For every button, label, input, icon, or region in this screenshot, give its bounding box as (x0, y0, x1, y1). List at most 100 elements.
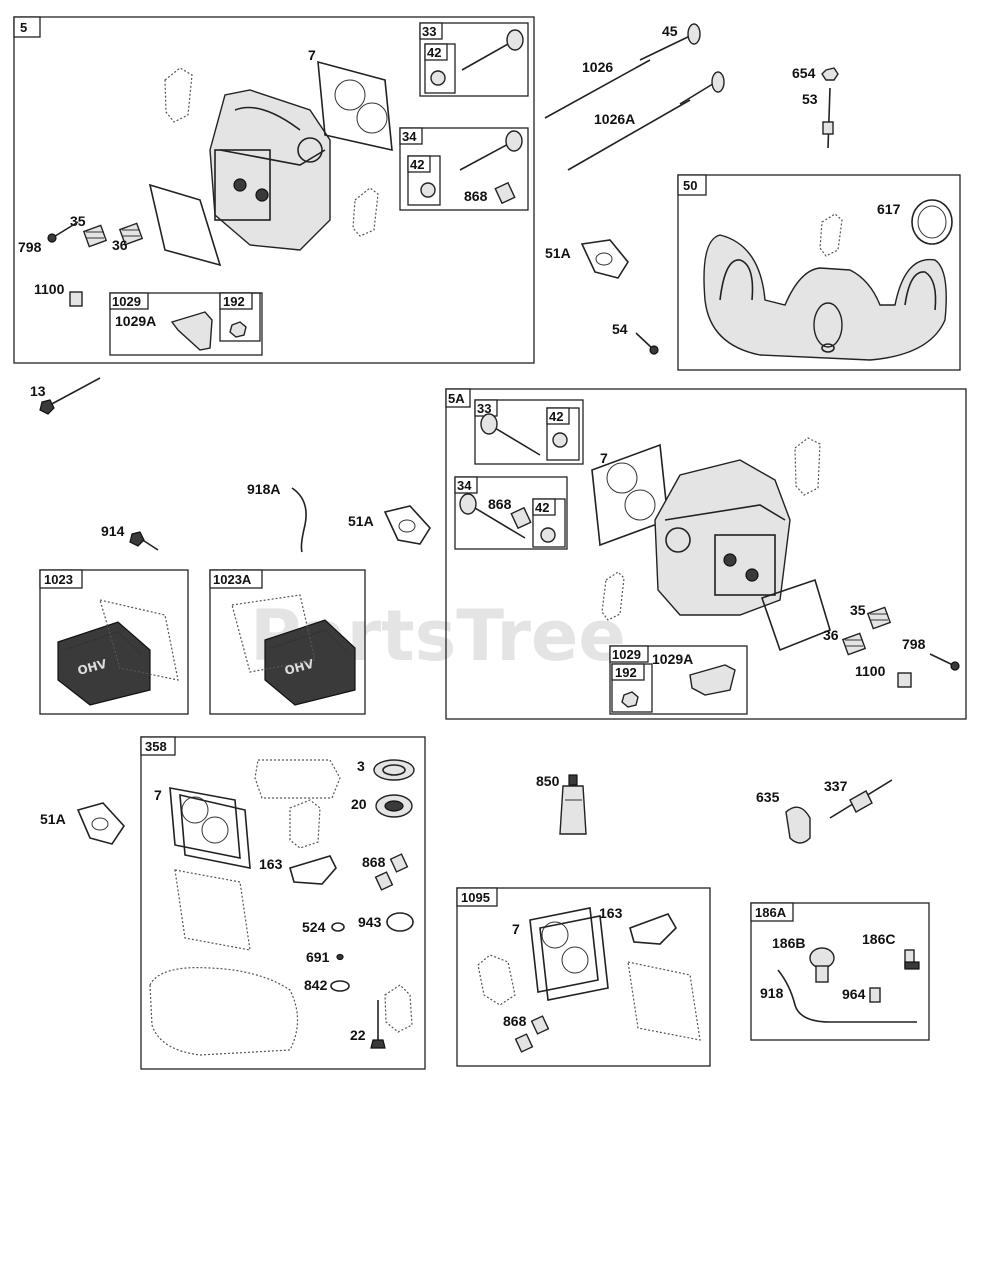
label-36-b: 36 (823, 627, 839, 643)
valve-45[interactable] (639, 23, 701, 61)
sealant-tube-850[interactable] (559, 774, 587, 835)
spring-35-a[interactable] (82, 224, 108, 248)
valve-cover-1023[interactable]: OHV (57, 621, 151, 706)
head-gasket-c[interactable] (169, 787, 251, 869)
bolt-798-b[interactable] (929, 653, 960, 671)
bolt-914[interactable] (129, 531, 159, 551)
label-36-a: 36 (112, 237, 128, 253)
valve-cap-d2[interactable] (514, 1033, 534, 1053)
gasket-51A-c[interactable] (76, 802, 126, 845)
svg-text:34: 34 (402, 129, 417, 144)
fuel-pump-186B[interactable] (809, 947, 835, 983)
valve-exhaust-b[interactable] (480, 413, 541, 456)
box-358: 358 (140, 736, 426, 1070)
o-ring-842[interactable] (330, 980, 350, 992)
rocker-arm-a[interactable] (170, 311, 213, 351)
breather-tube-918A[interactable] (291, 487, 307, 553)
gasket-617[interactable] (911, 199, 953, 245)
label-7-c: 7 (154, 787, 162, 803)
gasket-1095-left (477, 954, 516, 1006)
label-35-a: 35 (70, 213, 86, 229)
washer-691[interactable] (336, 953, 344, 961)
label-918A: 918A (247, 481, 280, 497)
label-1026: 1026 (582, 59, 613, 75)
valve-cap-b[interactable] (510, 506, 532, 530)
push-rod-1026[interactable] (544, 59, 651, 119)
svg-text:42: 42 (549, 409, 563, 424)
nut-192-a[interactable] (229, 321, 247, 338)
label-868-a: 868 (464, 188, 488, 204)
nut-1100-b[interactable] (897, 672, 912, 688)
label-1100-a: 1100 (34, 281, 65, 297)
gasket-163-b[interactable] (629, 913, 677, 945)
bolt-54[interactable] (635, 332, 659, 355)
gasket-51A-a[interactable] (580, 239, 629, 279)
exhaust-gasket-a (352, 187, 379, 237)
gasket-358-rect (174, 869, 251, 951)
cylinder-head-right[interactable] (654, 459, 791, 616)
valve-seal-b[interactable] (420, 182, 436, 198)
valve-intake-top[interactable] (679, 71, 725, 105)
exhaust-manifold-50[interactable] (703, 234, 947, 361)
bolt-798-a[interactable] (47, 221, 79, 243)
seal-3[interactable] (373, 759, 415, 781)
box-1029-b: 1029 192 (609, 645, 748, 715)
nut-654[interactable] (821, 67, 839, 81)
head-gasket-a (317, 60, 393, 152)
label-798-a: 798 (18, 239, 42, 255)
svg-text:50: 50 (683, 178, 697, 193)
gasket-358-crankcase (149, 967, 299, 1056)
valve-seal-a[interactable] (430, 70, 446, 86)
push-rod-1026A[interactable] (567, 99, 691, 171)
fitting-186C[interactable] (904, 949, 920, 970)
gasket-358-top (254, 759, 341, 799)
valve-cap-d1[interactable] (530, 1015, 550, 1035)
clamp-964[interactable] (869, 987, 881, 1003)
spring-36-b[interactable] (841, 632, 867, 656)
o-ring-943[interactable] (386, 912, 414, 932)
spark-plug-boot-635[interactable] (785, 806, 811, 844)
box-1029-a: 1029 192 (109, 292, 263, 356)
label-51A-b: 51A (348, 513, 374, 529)
stud-53[interactable] (822, 87, 834, 149)
valve-intake-b[interactable] (459, 493, 526, 539)
nut-192-b[interactable] (621, 691, 639, 708)
label-7-b: 7 (600, 450, 608, 466)
valve-intake-a[interactable] (459, 130, 523, 171)
svg-text:358: 358 (145, 739, 167, 754)
label-186B: 186B (772, 935, 805, 951)
valve-cap-a[interactable] (494, 181, 516, 205)
gasket-51A-b[interactable] (383, 505, 431, 545)
label-53: 53 (802, 91, 818, 107)
seal-20[interactable] (375, 794, 413, 818)
spring-36-a[interactable] (118, 222, 144, 246)
bolt-13[interactable] (39, 377, 101, 415)
valve-exhaust-a[interactable] (461, 29, 524, 71)
valve-seal-c[interactable] (552, 432, 568, 448)
nut-1100-a[interactable] (69, 291, 83, 307)
label-1100-b: 1100 (855, 663, 886, 679)
fuel-line-918[interactable] (777, 969, 917, 1023)
label-691: 691 (306, 949, 330, 965)
svg-text:192: 192 (615, 665, 637, 680)
rocker-arm-b[interactable] (689, 664, 736, 696)
gasket-163-a[interactable] (289, 855, 337, 885)
svg-text:1095: 1095 (461, 890, 490, 905)
washer-524[interactable] (331, 922, 345, 932)
spring-35-b[interactable] (866, 606, 892, 630)
valve-cover-1023A[interactable]: OHV (264, 619, 356, 706)
valve-cap-c2[interactable] (374, 871, 394, 891)
cylinder-head-left[interactable] (209, 89, 331, 251)
valve-cap-c1[interactable] (389, 853, 409, 873)
label-1029A-a: 1029A (115, 313, 156, 329)
head-gasket-d[interactable] (529, 907, 609, 1001)
label-964: 964 (842, 986, 866, 1002)
valve-seal-d[interactable] (540, 527, 556, 543)
spark-plug-337[interactable] (829, 779, 893, 819)
label-54: 54 (612, 321, 628, 337)
box-33-b: 33 42 (474, 399, 584, 465)
bolt-22[interactable] (370, 1000, 386, 1049)
label-1026A: 1026A (594, 111, 635, 127)
gasket-1095-rect (627, 961, 701, 1041)
